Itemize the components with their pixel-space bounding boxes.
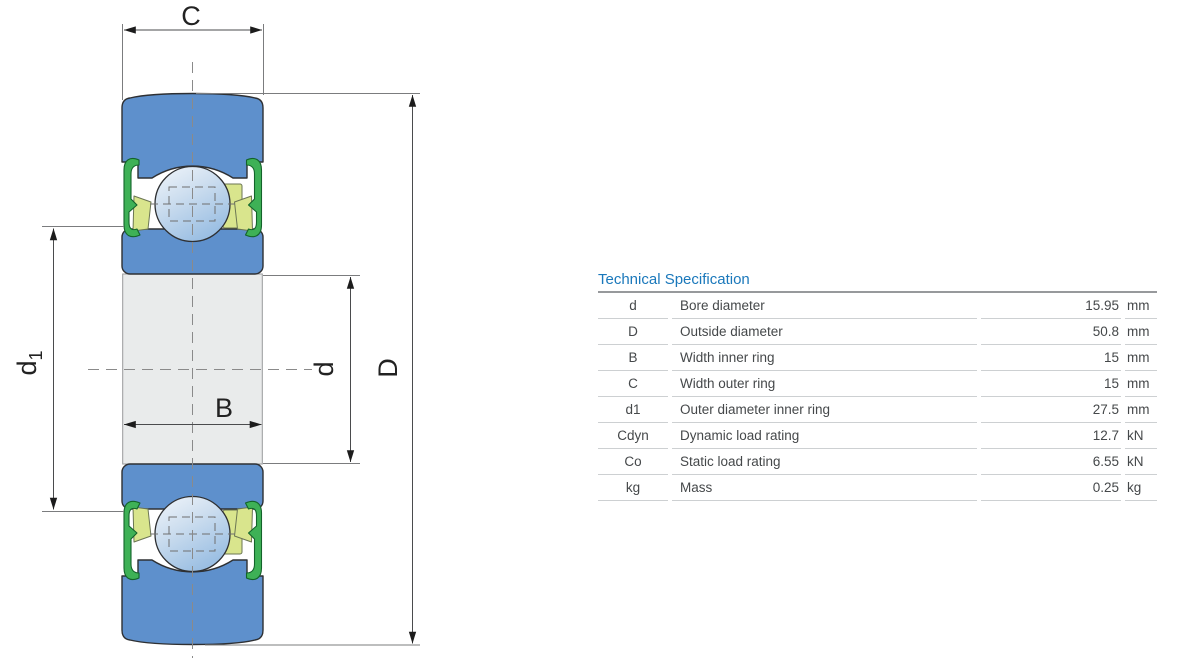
table-row: C Width outer ring 15 mm xyxy=(598,371,1157,397)
dimension-D: D xyxy=(196,93,420,646)
spec-table: Technical Specification d Bore diameter … xyxy=(598,271,1157,501)
table-row: d Bore diameter 15.95 mm xyxy=(598,293,1157,319)
dim-label-C: C xyxy=(181,1,201,31)
row-unit: mm xyxy=(1125,319,1157,345)
row-symbol: C xyxy=(598,371,668,397)
row-symbol: kg xyxy=(598,475,668,501)
row-symbol: D xyxy=(598,319,668,345)
dimension-C: C xyxy=(122,1,264,100)
row-description: Mass xyxy=(672,475,977,501)
row-unit: mm xyxy=(1125,293,1157,319)
row-value: 15.95 xyxy=(981,293,1121,319)
dim-label-d1: d1 xyxy=(12,350,46,375)
row-description: Bore diameter xyxy=(672,293,977,319)
row-description: Static load rating xyxy=(672,449,977,475)
row-unit: kN xyxy=(1125,423,1157,449)
table-row: D Outside diameter 50.8 mm xyxy=(598,319,1157,345)
dim-label-d: d xyxy=(309,361,339,376)
row-symbol: Co xyxy=(598,449,668,475)
table-row: d1 Outer diameter inner ring 27.5 mm xyxy=(598,397,1157,423)
row-unit: kg xyxy=(1125,475,1157,501)
row-description: Width outer ring xyxy=(672,371,977,397)
row-unit: mm xyxy=(1125,345,1157,371)
spec-table-title: Technical Specification xyxy=(598,271,1157,293)
table-row: Co Static load rating 6.55 kN xyxy=(598,449,1157,475)
table-row: kg Mass 0.25 kg xyxy=(598,475,1157,501)
dimension-d: d xyxy=(263,275,360,464)
row-value: 15 xyxy=(981,371,1121,397)
dimension-d1: d1 xyxy=(12,226,124,512)
row-symbol: B xyxy=(598,345,668,371)
row-symbol: d1 xyxy=(598,397,668,423)
row-unit: kN xyxy=(1125,449,1157,475)
row-value: 0.25 xyxy=(981,475,1121,501)
row-description: Outside diameter xyxy=(672,319,977,345)
row-value: 15 xyxy=(981,345,1121,371)
row-description: Outer diameter inner ring xyxy=(672,397,977,423)
row-value: 27.5 xyxy=(981,397,1121,423)
row-value: 50.8 xyxy=(981,319,1121,345)
row-description: Dynamic load rating xyxy=(672,423,977,449)
row-description: Width inner ring xyxy=(672,345,977,371)
row-value: 12.7 xyxy=(981,423,1121,449)
row-symbol: d xyxy=(598,293,668,319)
row-unit: mm xyxy=(1125,397,1157,423)
dimension-B: B xyxy=(123,393,262,429)
table-row: Cdyn Dynamic load rating 12.7 kN xyxy=(598,423,1157,449)
table-row: B Width inner ring 15 mm xyxy=(598,345,1157,371)
dim-label-B: B xyxy=(215,393,233,423)
row-symbol: Cdyn xyxy=(598,423,668,449)
dim-label-D: D xyxy=(373,358,403,378)
row-value: 6.55 xyxy=(981,449,1121,475)
row-unit: mm xyxy=(1125,371,1157,397)
